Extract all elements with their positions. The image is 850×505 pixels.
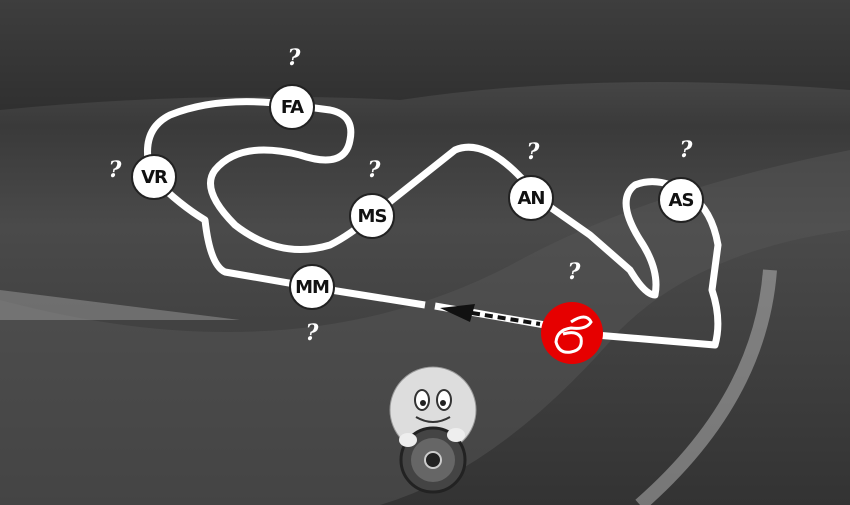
node-mm-hint: ? — [305, 320, 319, 346]
node-an[interactable]: AN — [508, 175, 554, 221]
driver-emoji-icon — [389, 366, 477, 494]
node-an-hint: ? — [526, 139, 540, 165]
node-fa[interactable]: FA — [269, 84, 315, 130]
node-as-hint: ? — [679, 137, 693, 163]
node-mm[interactable]: MM — [289, 264, 335, 310]
node-ms[interactable]: MS — [349, 193, 395, 239]
node-vr-hint: ? — [108, 157, 122, 183]
node-vr[interactable]: VR — [131, 154, 177, 200]
direction-dashes — [471, 311, 541, 326]
node-fa-hint: ? — [287, 45, 301, 71]
direction-arrow-icon — [440, 304, 475, 322]
track-line — [144, 98, 722, 349]
node-as[interactable]: AS — [658, 177, 704, 223]
start-swirl-icon — [554, 315, 593, 354]
start-marker[interactable] — [541, 302, 603, 364]
node-ms-hint: ? — [367, 157, 381, 183]
start-hint: ? — [567, 259, 581, 285]
